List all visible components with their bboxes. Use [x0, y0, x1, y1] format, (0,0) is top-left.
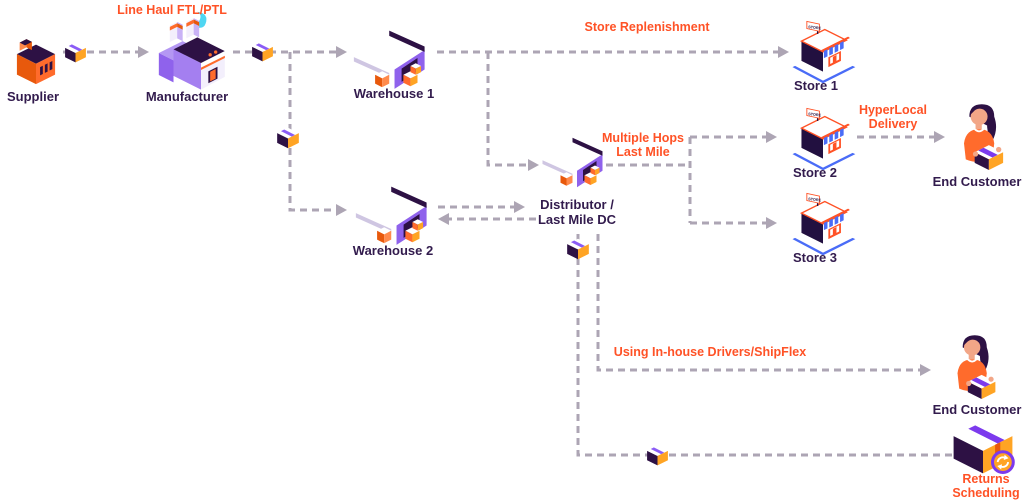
warehouse2-label: Warehouse 2 — [352, 243, 434, 258]
arrowhead-to-warehouse2-from-distributor — [438, 213, 449, 225]
arrowhead-to-warehouse2 — [336, 204, 347, 216]
end-customer-top-icon — [948, 98, 1012, 178]
hyperlocal-line2: Delivery — [868, 117, 918, 131]
store2-label: Store 2 — [792, 165, 838, 180]
warehouse1-icon — [348, 20, 434, 96]
manufacturer-factory-icon — [146, 10, 234, 96]
end-customer-bottom-icon — [942, 330, 1004, 406]
arrowhead-to-distributor — [528, 159, 539, 171]
distributor-label-line1: Distributor / — [540, 197, 614, 212]
connector-distributor-stores — [606, 135, 766, 225]
arrowhead-to-distributor-from-warehouse2 — [514, 201, 525, 213]
multiple-hops-last-mile-label: Multiple Hops Last Mile — [602, 131, 684, 159]
arrowhead-to-endcustomer-bottom — [920, 364, 931, 376]
end-customer-bottom-label: End Customer — [932, 402, 1022, 417]
distributor-label-line2: Last Mile DC — [537, 212, 617, 227]
connector-distributor-endcustomer-bottom — [596, 234, 920, 372]
arrowhead-to-store3 — [766, 217, 777, 229]
connector-manufacturer-warehouse2 — [288, 52, 336, 212]
connector-distributor-returns — [576, 234, 954, 457]
store2-icon — [786, 103, 860, 173]
parcel-box-icon — [565, 236, 591, 262]
store-replenishment-label: Store Replenishment — [584, 20, 710, 34]
supplier-factory-icon — [6, 28, 66, 94]
arrowhead-to-endcustomer-top — [934, 131, 945, 143]
returns-scheduling-label: Returns Scheduling — [952, 472, 1019, 500]
line-haul-label: Line Haul FTL/PTL — [117, 3, 227, 17]
inhouse-drivers-label: Using In-house Drivers/ShipFlex — [613, 345, 807, 359]
store3-label: Store 3 — [792, 250, 838, 265]
warehouse1-label: Warehouse 1 — [353, 86, 435, 101]
manufacturer-label: Manufacturer — [145, 89, 229, 104]
parcel-box-icon — [645, 443, 670, 468]
arrowhead-to-store1 — [778, 46, 789, 58]
multiple-hops-line2: Last Mile — [616, 145, 670, 159]
warehouse2-icon — [350, 176, 436, 252]
supplier-label: Supplier — [6, 89, 60, 104]
multiple-hops-line1: Multiple Hops — [602, 131, 684, 145]
parcel-box-icon — [250, 39, 275, 64]
parcel-box-icon — [63, 40, 88, 65]
distributor-warehouse-icon — [538, 128, 610, 194]
end-customer-top-label: End Customer — [932, 174, 1022, 189]
arrowhead-to-warehouse1 — [336, 46, 347, 58]
arrowhead-to-store2 — [766, 131, 777, 143]
parcel-box-icon — [275, 125, 301, 151]
arrowhead-to-manufacturer — [138, 46, 149, 58]
connector-warehouse1-distributor — [486, 52, 528, 167]
hyperlocal-delivery-label: HyperLocal Delivery — [859, 103, 927, 131]
store3-icon — [786, 188, 860, 258]
store1-label: Store 1 — [793, 78, 839, 93]
hyperlocal-line1: HyperLocal — [858, 103, 928, 117]
returns-label-line1: Returns — [962, 472, 1010, 486]
store1-icon — [786, 16, 860, 86]
returns-label-line2: Scheduling — [952, 486, 1020, 500]
distributor-label: Distributor / Last Mile DC — [538, 197, 616, 227]
